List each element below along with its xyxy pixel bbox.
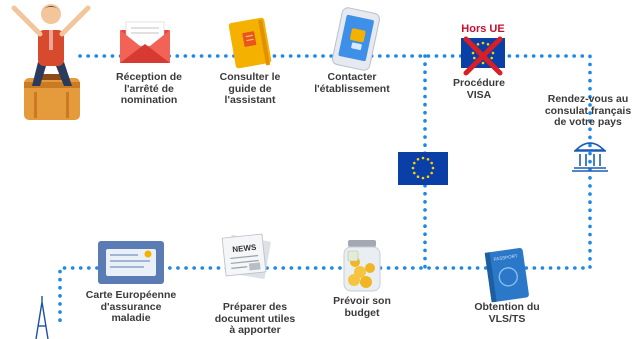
step-guide-label: Consulter le guide de l'assistant: [219, 71, 281, 106]
traveler-icon: [11, 4, 91, 120]
eu-flag-icon: [398, 152, 448, 185]
eiffel-tower-icon: [35, 296, 49, 339]
step-reception-label: Réception de l'arrêté de nomination: [116, 71, 182, 106]
passport-text: PASSPORT: [493, 253, 518, 261]
step-vls-label: Obtention du VLS/TS: [474, 301, 540, 325]
step-carte-label: Carte Européenne d'assurance maladie: [85, 289, 177, 324]
eu-flag-crossed-icon: [461, 36, 505, 76]
newspaper-text: NEWS: [232, 243, 257, 255]
step-consulat-label: Rendez-vous au consulat français de votr…: [544, 93, 632, 128]
newspaper-icon: NEWS: [221, 233, 271, 280]
phone-icon: [332, 7, 380, 71]
guide-book-icon: [228, 17, 272, 69]
step-documents-label: Préparer des document utiles à apporter: [214, 301, 296, 336]
step-budget-label: Prévoir son budget: [333, 295, 391, 319]
envelope-icon: [120, 21, 170, 63]
money-jar-icon: [343, 240, 381, 292]
consulate-icon: [572, 142, 608, 172]
step-visa-label: Procédure VISA: [453, 77, 505, 101]
step-contact-label: Contacter l'établissement: [314, 71, 390, 95]
health-card-icon: [98, 241, 164, 284]
passport-icon: PASSPORT: [484, 247, 529, 303]
hors-ue-label: Hors UE: [461, 23, 505, 35]
